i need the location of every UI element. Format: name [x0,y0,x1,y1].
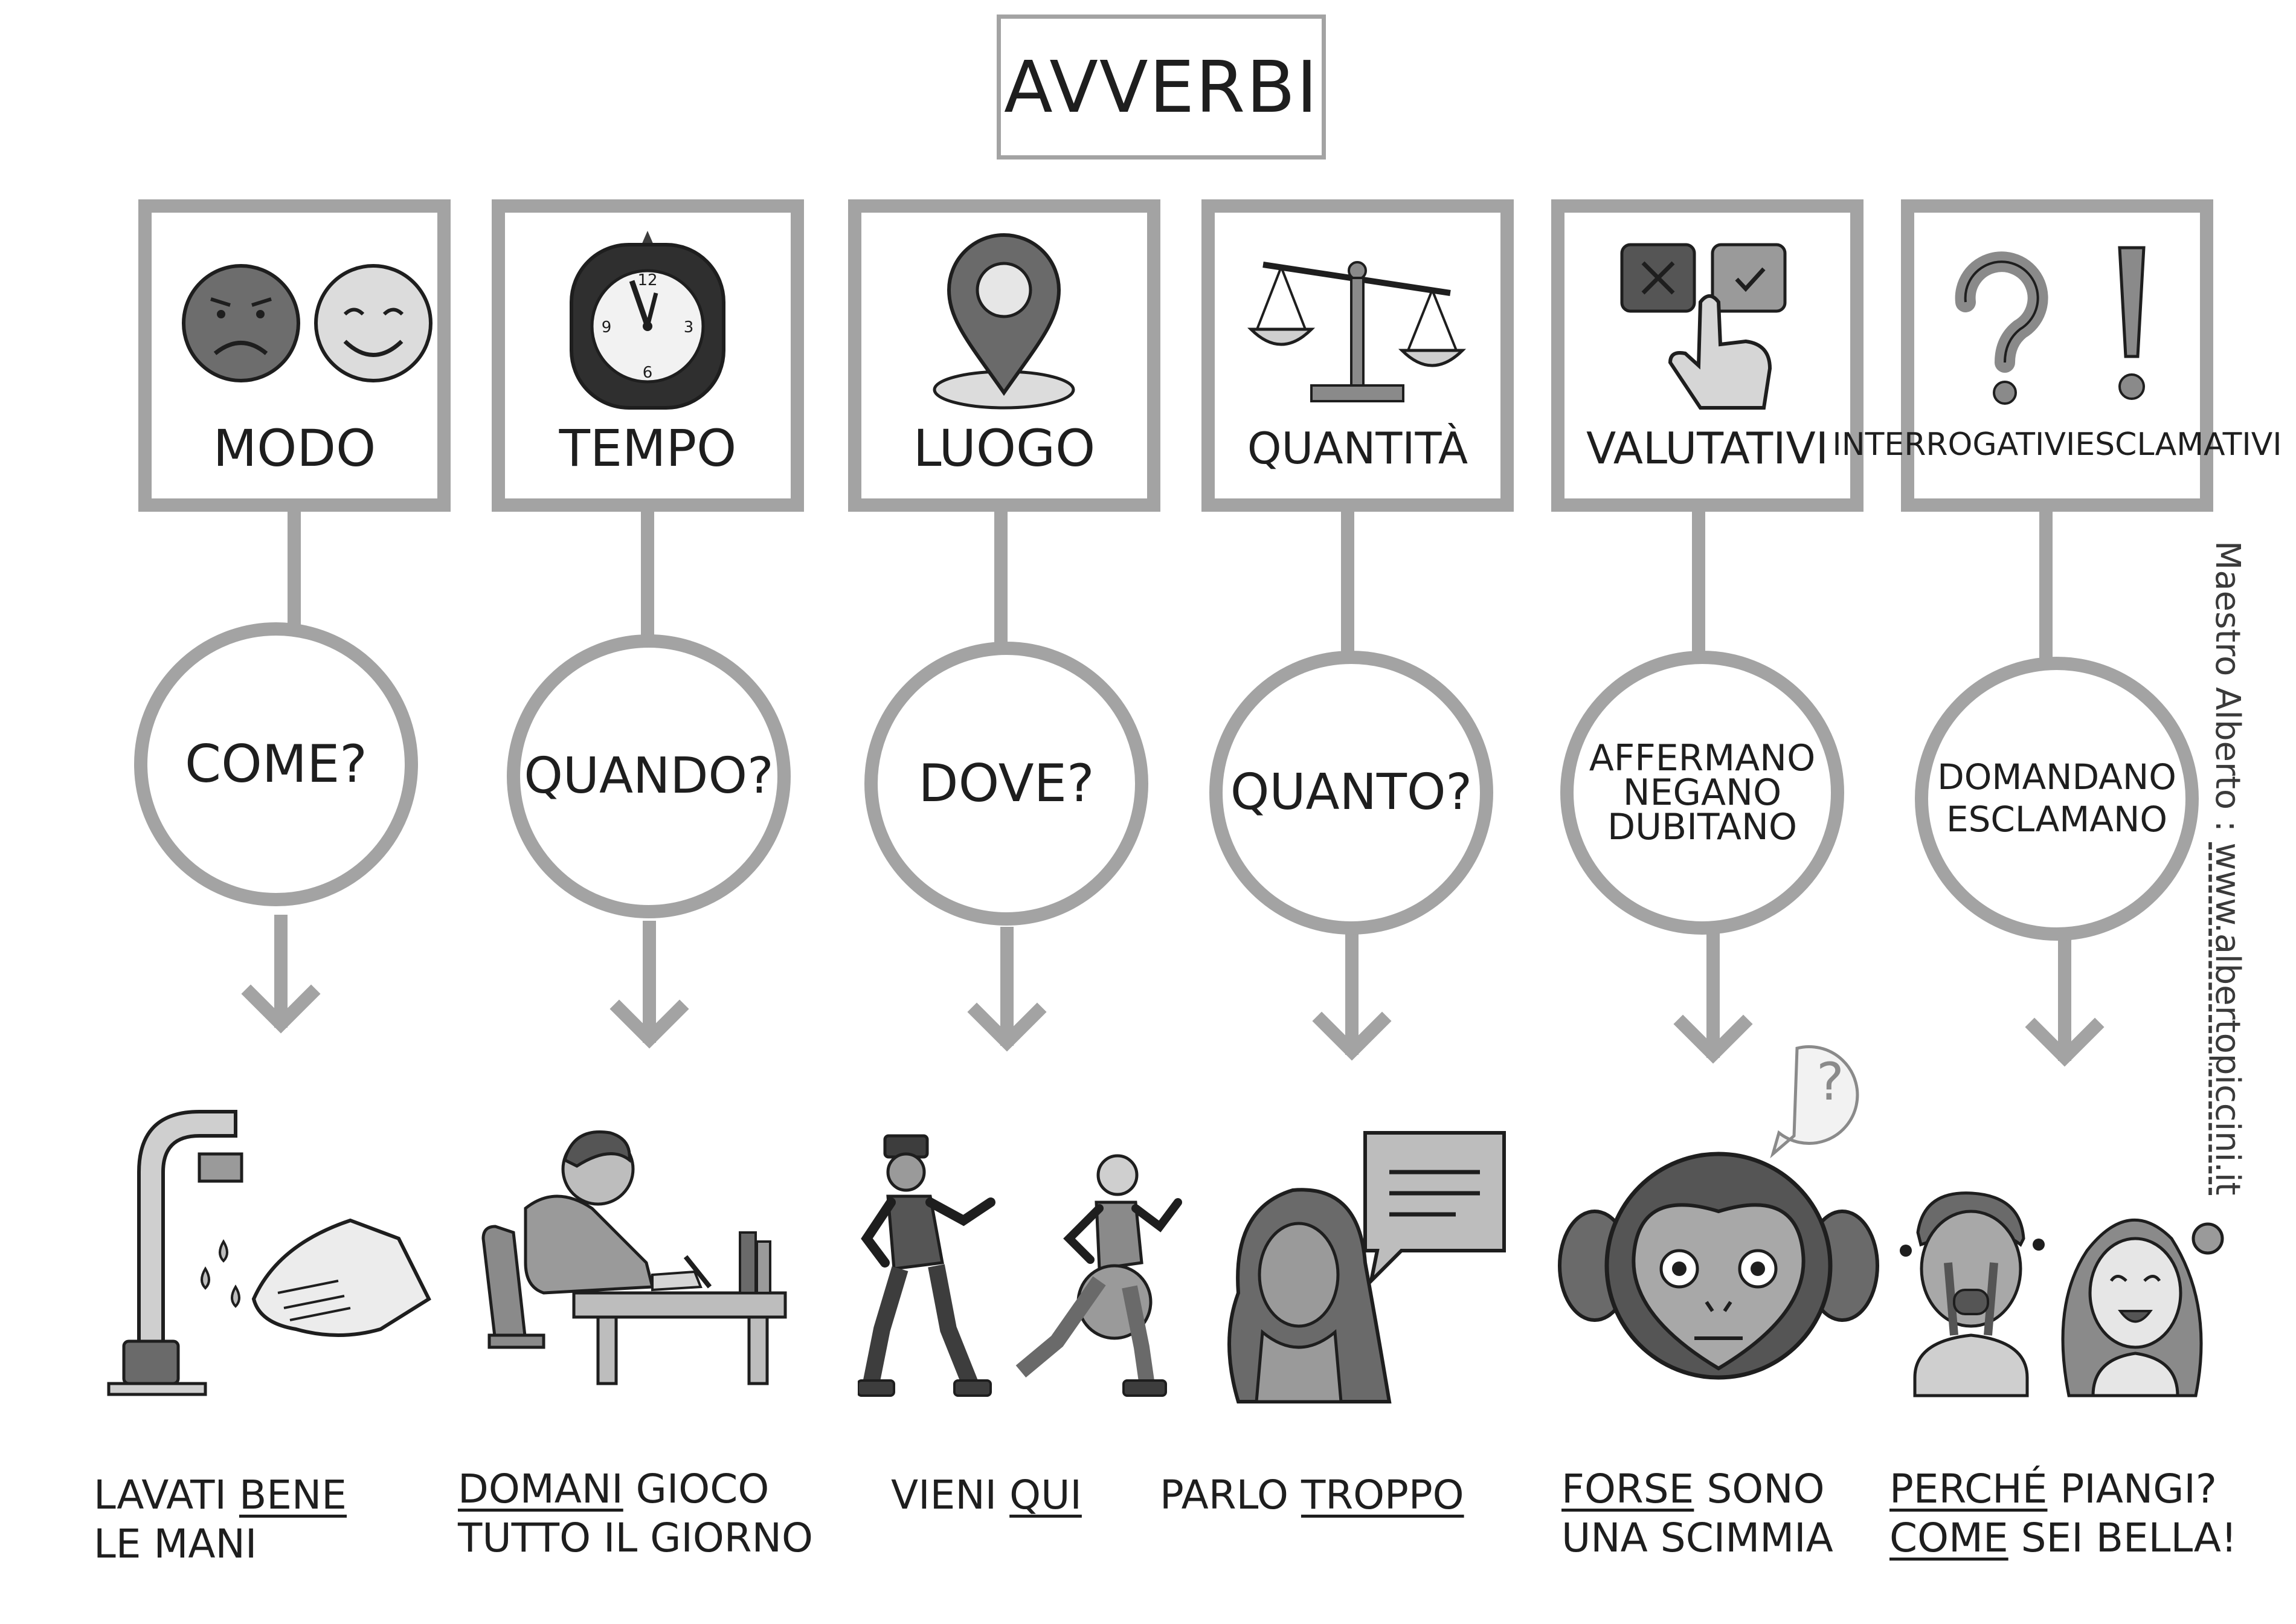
title-box: AVVERBI [997,14,1326,160]
arrow-head-interrogativi [2025,1017,2105,1067]
author-name: Maestro Alberto : [2208,541,2247,843]
washing-hands-icon [107,1110,431,1396]
adverb-highlight: TROPPO [1301,1472,1464,1518]
category-label-luogo: LUOGO [913,418,1096,478]
adverb-highlight: FORSE [1561,1466,1694,1512]
svg-text:3: 3 [684,318,694,337]
label-line-1: INTERROGATIVI [1832,427,2076,463]
arrow-head-valutativi [1673,1014,1753,1064]
question-line-3: DUBITANO [1607,805,1798,848]
label-line-2: ESCLAMATIVI [2075,427,2282,463]
category-label-interrogativi: INTERROGATIVI ESCLAMATIVI [1832,400,2282,491]
website-link[interactable]: www.albertopiccini.it [2208,842,2247,1196]
svg-text:?: ? [1816,1052,1844,1112]
sad-happy-faces-icon [182,264,433,382]
category-label-quantita: QUANTITÀ [1247,422,1468,474]
page-title: AVVERBI [1004,45,1319,129]
scale-icon [1247,261,1467,402]
adverb-highlight: COME [1889,1514,2008,1561]
adverb-highlight: QUI [1009,1472,1082,1518]
adverb-highlight: BENE [239,1472,347,1518]
adverb-highlight: PERCHÉ [1889,1466,2048,1512]
category-box-modo: MODO [138,199,451,512]
question-modo: COME? [185,733,367,794]
check-cross-hand-icon [1620,243,1787,410]
category-box-valutativi: VALUTATIVI [1551,199,1863,512]
clock-icon: 12 3 6 9 [570,231,725,410]
category-label-tempo: TEMPO [559,418,737,478]
question-circle-modo: COME? [134,622,418,906]
svg-text:6: 6 [643,364,653,382]
example-tempo: DOMANI GIOCO TUTTO IL GIORNO [458,1466,813,1561]
category-label-valutativi: VALUTATIVI [1586,422,1828,474]
category-box-interrogativi: INTERROGATIVI ESCLAMATIVI [1832,199,2282,512]
question-circle-interrogativi: DOMANDANO ESCLAMANO [1915,657,2199,941]
category-label-modo: MODO [213,418,376,478]
question-quantita: QUANTO? [1230,763,1473,821]
example-modo: LAVATI BENE LE MANI [94,1472,347,1567]
monkey-icon: ? [1558,1045,1879,1380]
arrow-head-modo [241,984,321,1034]
example-valutativi: FORSE SONO UNA SCIMMIA [1561,1466,1833,1561]
map-pin-icon [933,233,1075,410]
question-line-2: ESCLAMANO [1946,799,2168,840]
arrow-head-luogo [967,1002,1047,1052]
question-circle-tempo: QUANDO? [507,634,791,918]
question-luogo: DOVE? [918,753,1095,814]
arrow-head-tempo [609,999,689,1049]
student-writing-icon [481,1130,787,1385]
question-exclamation-icon [1955,246,2146,405]
author-credit: Maestro Alberto : www.albertopiccini.it [2208,541,2247,1195]
question-circle-luogo: DOVE? [864,642,1148,926]
question-line-1: AFFERMANO [1589,736,1816,779]
category-box-quantita: QUANTITÀ [1201,199,1514,512]
example-luogo: VIENI QUI [891,1472,1082,1518]
question-circle-quantita: QUANTO? [1209,651,1493,935]
crying-smiling-faces-icon [1900,1191,2224,1397]
question-interrogativi: DOMANDANO ESCLAMANO [1937,756,2176,840]
question-line-2: NEGANO [1622,771,1782,814]
category-box-luogo: LUOGO [848,199,1160,512]
question-tempo: QUANDO? [524,747,774,805]
runners-icon [858,1134,1182,1397]
svg-text:12: 12 [637,271,657,289]
category-box-tempo: 12 3 6 9 TEMPO [492,199,804,512]
example-interrogativi: PERCHÉ PIANGI? COME SEI BELLA! [1889,1466,2237,1561]
question-valutativi: AFFERMANO NEGANO DUBITANO [1589,740,1816,848]
talking-woman-icon [1227,1131,1506,1403]
example-quantita: PARLO TROPPO [1160,1472,1464,1518]
question-line-1: DOMANDANO [1937,756,2176,798]
svg-text:9: 9 [602,318,612,337]
arrow-head-quantita [1312,1011,1392,1061]
adverb-highlight: DOMANI [458,1466,623,1512]
question-circle-valutativi: AFFERMANO NEGANO DUBITANO [1560,651,1844,935]
